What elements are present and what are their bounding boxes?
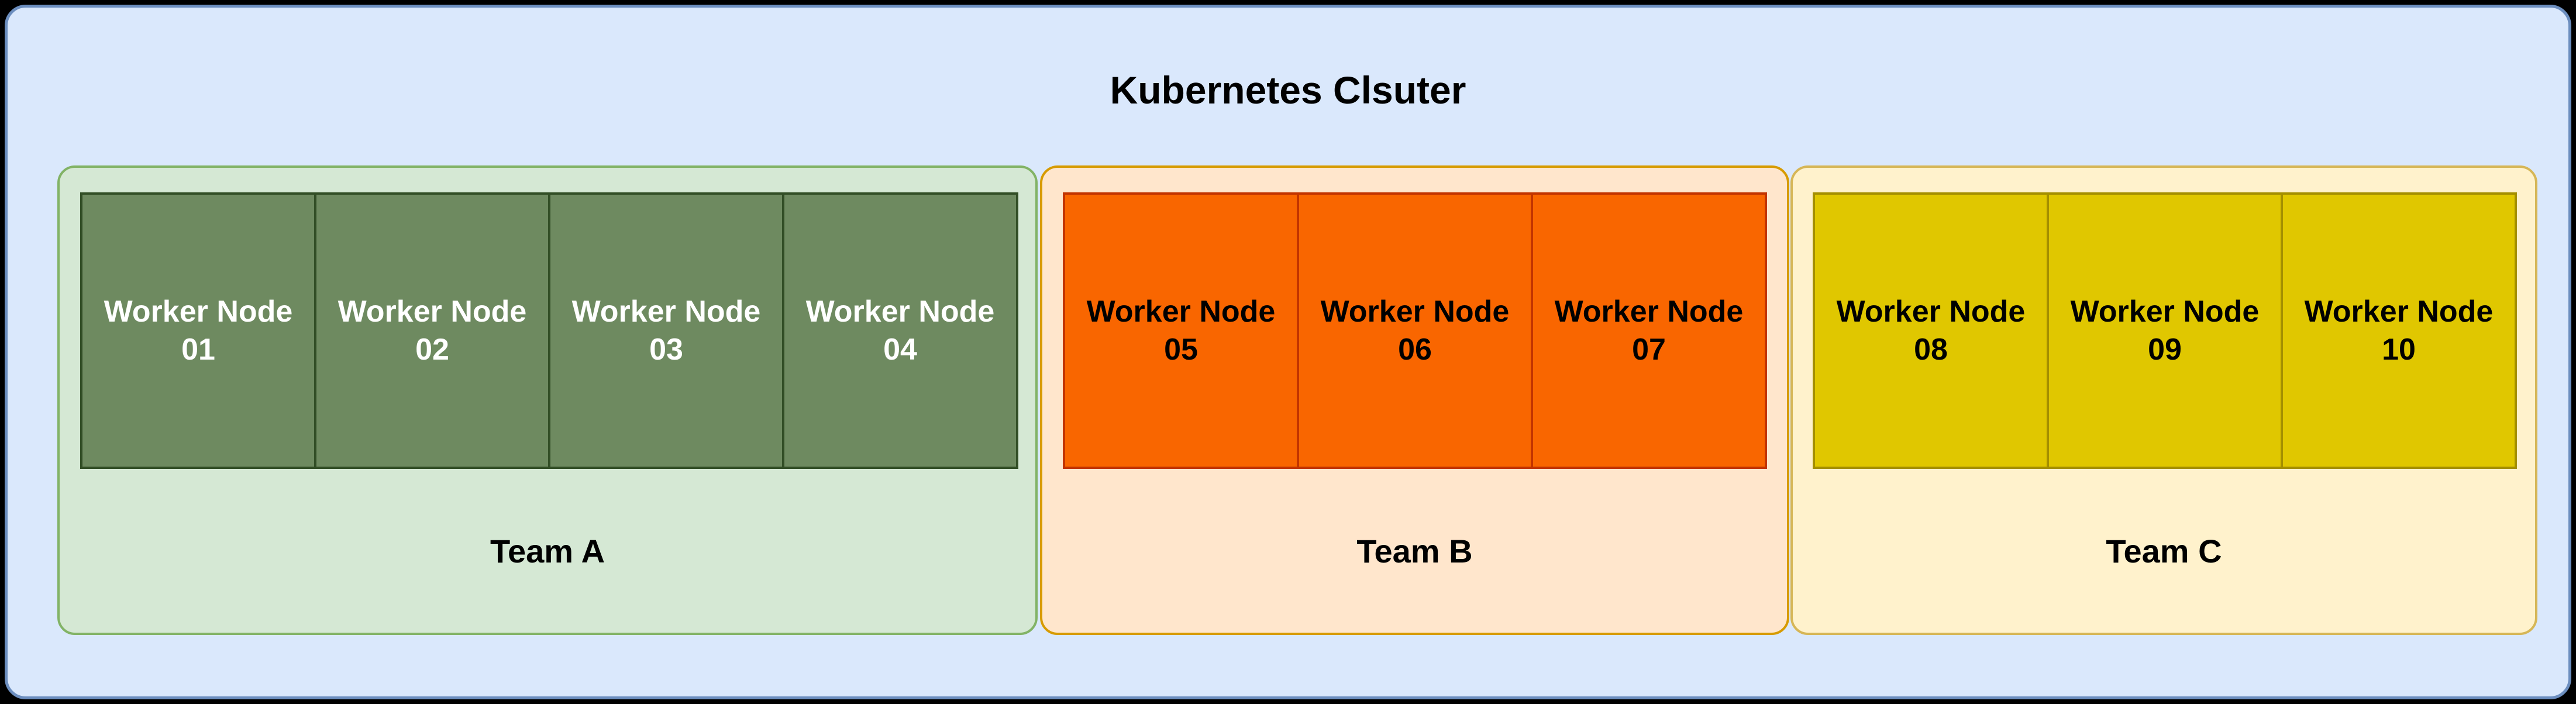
team-label: Team B <box>1356 532 1473 570</box>
worker-node-number: 09 <box>2148 332 2182 367</box>
worker-node: Worker Node 05 <box>1063 192 1299 469</box>
worker-node-name: Worker Node <box>1836 294 2026 329</box>
worker-node: Worker Node 04 <box>782 192 1018 469</box>
team-b-label-area: Team B <box>1042 469 1787 633</box>
team-a-nodes-row: Worker Node 01 Worker Node 02 Worker Nod… <box>80 192 1018 469</box>
worker-node-number: 08 <box>1914 332 1948 367</box>
worker-node-name: Worker Node <box>1320 294 1510 329</box>
team-c-label-area: Team C <box>1793 469 2535 633</box>
team-label: Team C <box>2106 532 2222 570</box>
worker-node: Worker Node 06 <box>1297 192 1533 469</box>
team-a-label-area: Team A <box>60 469 1035 633</box>
team-label: Team A <box>490 532 605 570</box>
worker-node: Worker Node 07 <box>1531 192 1767 469</box>
worker-node-number: 01 <box>181 332 215 367</box>
cluster-title: Kubernetes Clsuter <box>1110 68 1466 112</box>
worker-node: Worker Node 02 <box>314 192 550 469</box>
cluster: Kubernetes Clsuter Worker Node 01 Worker… <box>5 5 2571 699</box>
worker-node-name: Worker Node <box>1554 294 1744 329</box>
team-a-container: Worker Node 01 Worker Node 02 Worker Nod… <box>57 165 1038 635</box>
worker-node-name: Worker Node <box>2304 294 2494 329</box>
worker-node: Worker Node 10 <box>2281 192 2517 469</box>
worker-node-name: Worker Node <box>805 294 995 329</box>
team-b-container: Worker Node 05 Worker Node 06 Worker Nod… <box>1040 165 1789 635</box>
worker-node-number: 10 <box>2382 332 2416 367</box>
worker-node-number: 07 <box>1632 332 1666 367</box>
team-c-nodes-row: Worker Node 08 Worker Node 09 Worker Nod… <box>1813 192 2517 469</box>
worker-node-name: Worker Node <box>338 294 527 329</box>
worker-node-name: Worker Node <box>2070 294 2260 329</box>
worker-node-name: Worker Node <box>571 294 761 329</box>
worker-node-number: 02 <box>415 332 449 367</box>
team-b-nodes-row: Worker Node 05 Worker Node 06 Worker Nod… <box>1063 192 1767 469</box>
worker-node: Worker Node 01 <box>80 192 316 469</box>
worker-node-number: 05 <box>1164 332 1198 367</box>
team-c-container: Worker Node 08 Worker Node 09 Worker Nod… <box>1790 165 2537 635</box>
worker-node: Worker Node 03 <box>548 192 784 469</box>
worker-node: Worker Node 08 <box>1813 192 2049 469</box>
worker-node-name: Worker Node <box>1086 294 1276 329</box>
worker-node-number: 03 <box>649 332 683 367</box>
worker-node-number: 04 <box>883 332 917 367</box>
worker-node-name: Worker Node <box>104 294 293 329</box>
worker-node-number: 06 <box>1398 332 1432 367</box>
worker-node: Worker Node 09 <box>2047 192 2283 469</box>
